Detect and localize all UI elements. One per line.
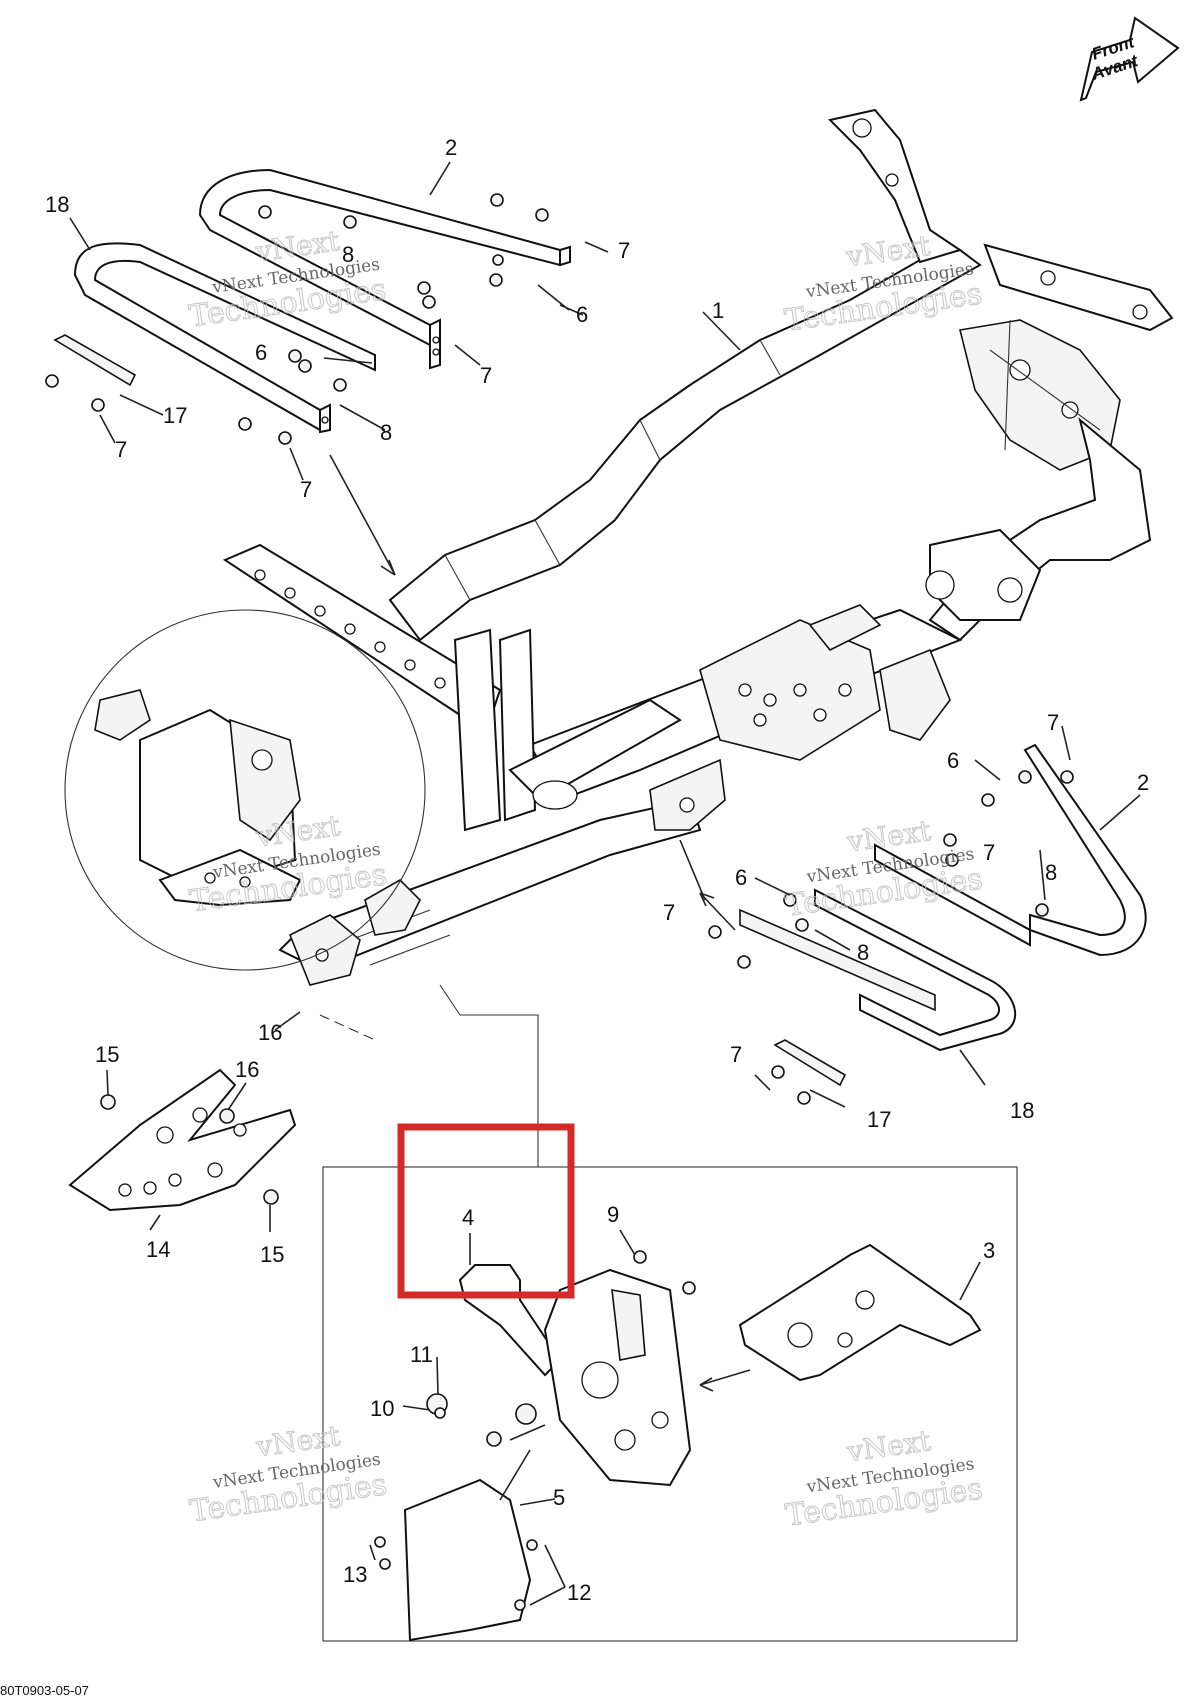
front-direction-arrow: Front Avant [1079,16,1180,102]
callout-17: 17 [163,403,187,428]
callout-7: 7 [663,900,675,925]
callout-6: 6 [576,302,588,327]
callout-5: 5 [553,1485,565,1510]
bracket-assembly-14 [68,1014,376,1212]
callout-2: 2 [1137,770,1149,795]
callout-13: 13 [343,1562,367,1587]
callout-7: 7 [983,840,995,865]
callout-6: 6 [735,865,747,890]
callout-9: 9 [607,1202,619,1227]
detail-box [322,984,1018,1642]
callout-10: 10 [370,1396,394,1421]
callout-11: 11 [410,1342,433,1367]
highlight-box[interactable] [397,1123,575,1299]
callout-18: 18 [45,192,69,217]
callout-7: 7 [300,477,312,502]
callout-8: 8 [1045,860,1057,885]
callout-3: 3 [983,1238,995,1263]
main-frame [222,108,1174,986]
callout-1: 1 [712,298,724,323]
rear-bumper-top [45,168,571,576]
callout-6: 6 [255,340,267,365]
callout-18: 18 [1010,1098,1034,1123]
callout-12: 12 [567,1580,591,1605]
figure-code: 80T0903-05-07 [0,1683,89,1698]
callout-14: 14 [146,1237,170,1262]
callout-8: 8 [342,242,354,267]
callout-8: 8 [380,420,392,445]
callout-6: 6 [947,748,959,773]
callout-7: 7 [618,238,630,263]
callout-7: 7 [480,363,492,388]
leader-lines [69,161,1141,1606]
callout-7: 7 [115,437,127,462]
callout-7: 7 [1047,710,1059,735]
callout-16: 16 [258,1020,282,1045]
callout-8: 8 [857,940,869,965]
rear-bumper-right [699,743,1147,1105]
callout-15: 15 [260,1242,284,1267]
callout-7: 7 [730,1042,742,1067]
callout-2: 2 [445,135,457,160]
detail-magnifier-circle [64,609,426,971]
callout-15: 15 [95,1042,119,1067]
callout-labels: 2 18 8 7 6 1 6 7 17 8 7 7 7 2 6 7 8 6 7 … [45,135,1149,1605]
callout-16: 16 [235,1057,259,1082]
callout-17: 17 [867,1107,891,1132]
callout-4: 4 [462,1205,474,1230]
